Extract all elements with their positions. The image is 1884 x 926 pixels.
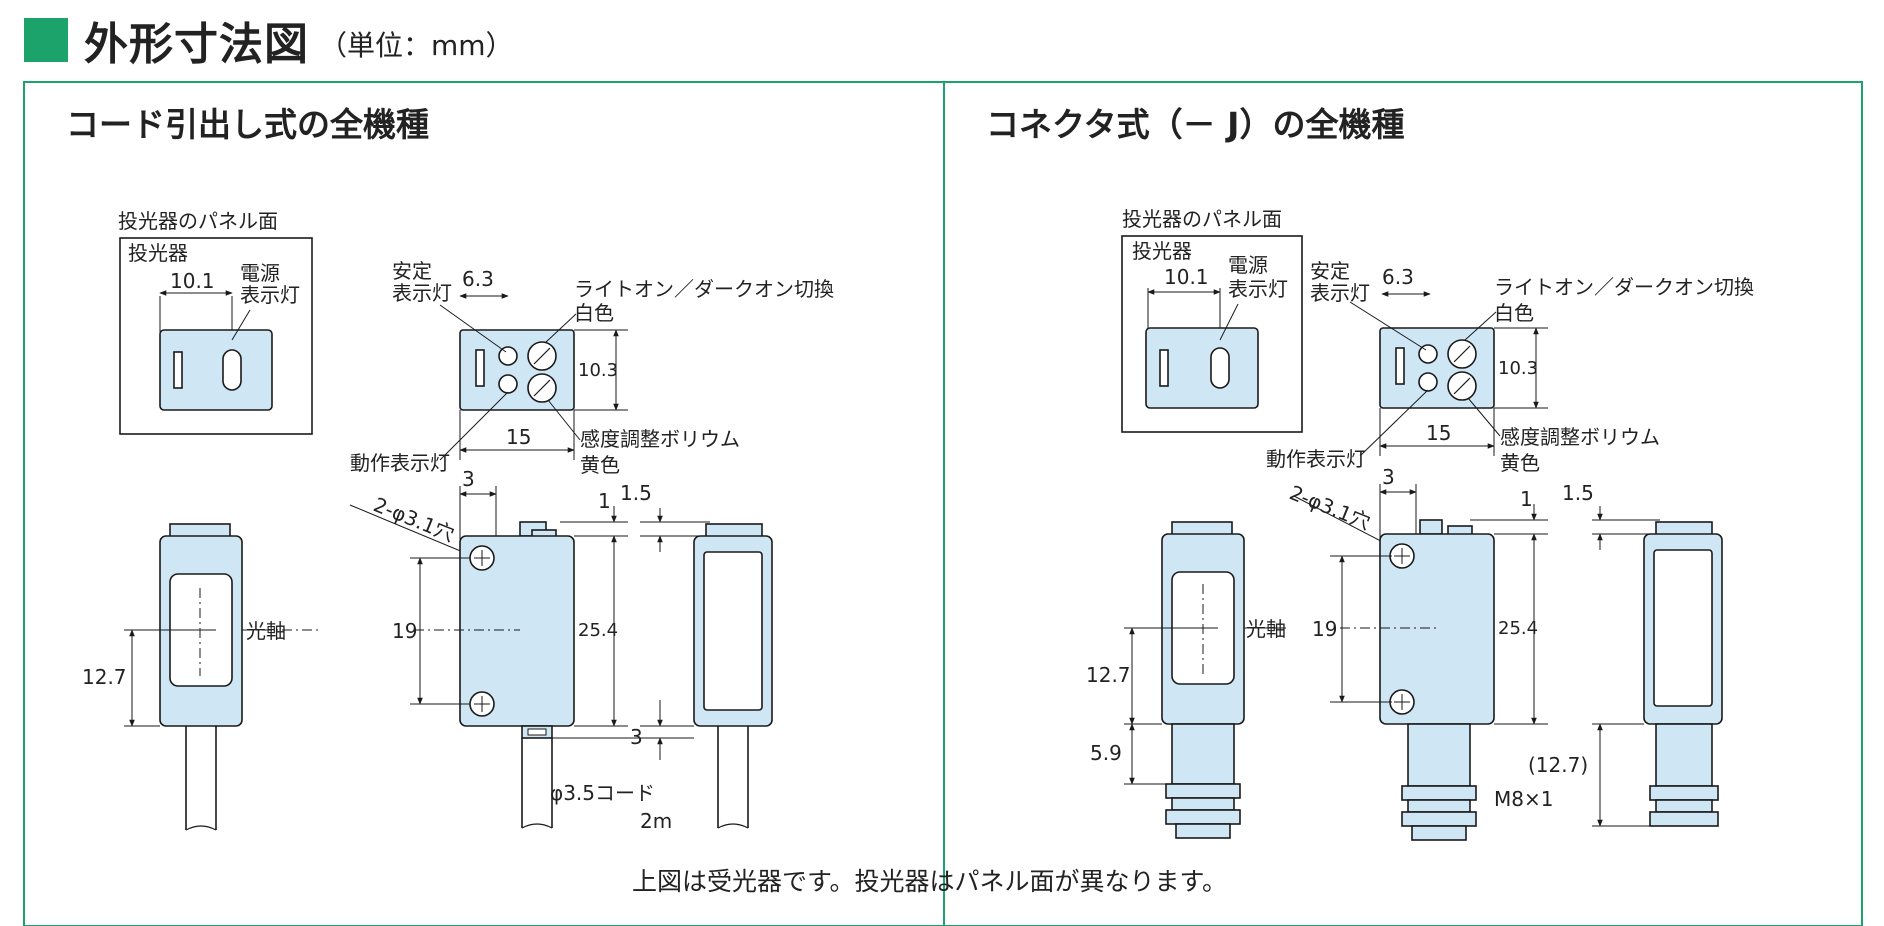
dim-1-5-left: 1.5 (620, 481, 652, 505)
stable-indicator-label-2: 表示灯 (392, 281, 452, 305)
power-indicator-lamp-right (1210, 347, 1230, 389)
lightdark-switch-label-right: ライトオン／ダークオン切換 (1494, 275, 1754, 299)
stable-indicator-label-1-right: 安定 (1310, 259, 1350, 283)
yellow-label-left: 黄色 (580, 453, 620, 477)
right-panel-title: コネクタ式（－ J）の全機種 (986, 105, 1405, 144)
white-label-left: 白色 (574, 301, 614, 325)
dim-5-9-right: 5.9 (1090, 741, 1122, 765)
dim-10-3-right: 10.3 (1498, 358, 1538, 379)
power-indicator-label-1: 電源 (240, 261, 280, 285)
power-indicator-label-1-right: 電源 (1228, 253, 1268, 277)
op-indicator-label-right: 動作表示灯 (1266, 447, 1366, 471)
dim-12-7-right: 12.7 (1086, 663, 1131, 687)
dim-10-3-left: 10.3 (578, 360, 618, 381)
optical-axis-label-left: 光軸 (246, 619, 286, 643)
dim-3-bottom-left: 3 (630, 725, 643, 749)
sensitivity-label-left: 感度調整ボリウム (580, 427, 740, 451)
stable-indicator-label-1: 安定 (392, 259, 432, 283)
cord-label-2: 2m (640, 809, 672, 833)
emitter-label: 投光器 (128, 241, 188, 265)
dim-19-left: 19 (392, 619, 417, 643)
connector-label: M8×1 (1494, 787, 1553, 811)
panel-face-body (159, 329, 273, 411)
connector-neck-side (1171, 723, 1235, 785)
cord-label-1: φ3.5コード (550, 781, 655, 805)
dim-1-right: 1 (1520, 487, 1533, 511)
unit-label: （単位：mm） (319, 29, 514, 62)
dim-25-4-left: 25.4 (578, 620, 618, 641)
title-marker-icon (24, 18, 68, 62)
yellow-label-right: 黄色 (1500, 451, 1540, 475)
dim-15-right: 15 (1426, 421, 1451, 445)
dim-25-4-right: 25.4 (1498, 618, 1538, 639)
dim-12-7-left: 12.7 (82, 665, 127, 689)
connector-neck-front (1407, 723, 1471, 787)
hole-label-left: 2-φ3.1穴 (370, 492, 458, 546)
power-indicator-label-2-right: 表示灯 (1228, 277, 1288, 301)
dim-6-3-right: 6.3 (1382, 265, 1414, 289)
white-label-right: 白色 (1494, 301, 1534, 325)
dim-6-3-left: 6.3 (462, 267, 494, 291)
power-indicator-lamp (222, 349, 242, 391)
optical-axis-label-right: 光軸 (1246, 617, 1286, 641)
dim-3-top-left: 3 (462, 467, 475, 491)
footnote: 上図は受光器です。投光器はパネル面が異なります。 (632, 867, 1227, 896)
dim-3-top-right: 3 (1382, 465, 1395, 489)
dim-10-1-right: 10.1 (1164, 265, 1209, 289)
dim-15-left: 15 (506, 425, 531, 449)
op-indicator-label-left: 動作表示灯 (350, 451, 450, 475)
stable-indicator-label-2-right: 表示灯 (1310, 281, 1370, 305)
emitter-label-right: 投光器 (1132, 239, 1192, 263)
dim-19-right: 19 (1312, 617, 1337, 641)
power-indicator-label-2: 表示灯 (240, 283, 300, 307)
panel-face-label-right: 投光器のパネル面 (1122, 207, 1282, 231)
panel-face-label: 投光器のパネル面 (118, 209, 278, 233)
dim-1-left: 1 (598, 489, 611, 513)
dim-1-5-right: 1.5 (1562, 481, 1594, 505)
page-header: 外形寸法図 （単位：mm） (24, 10, 514, 70)
dim-10-1-left: 10.1 (170, 269, 215, 293)
page-title: 外形寸法図 (84, 19, 309, 70)
lightdark-switch-label-left: ライトオン／ダークオン切換 (574, 277, 834, 301)
sensitivity-label-right: 感度調整ボリウム (1500, 425, 1660, 449)
hole-label-right: 2-φ3.1穴 (1286, 480, 1374, 534)
left-panel-title: コード引出し式の全機種 (66, 105, 429, 144)
front-view-body-left (459, 535, 575, 727)
dim-12-7-paren: (12.7) (1528, 753, 1588, 777)
panel-face-body-right (1145, 327, 1259, 409)
